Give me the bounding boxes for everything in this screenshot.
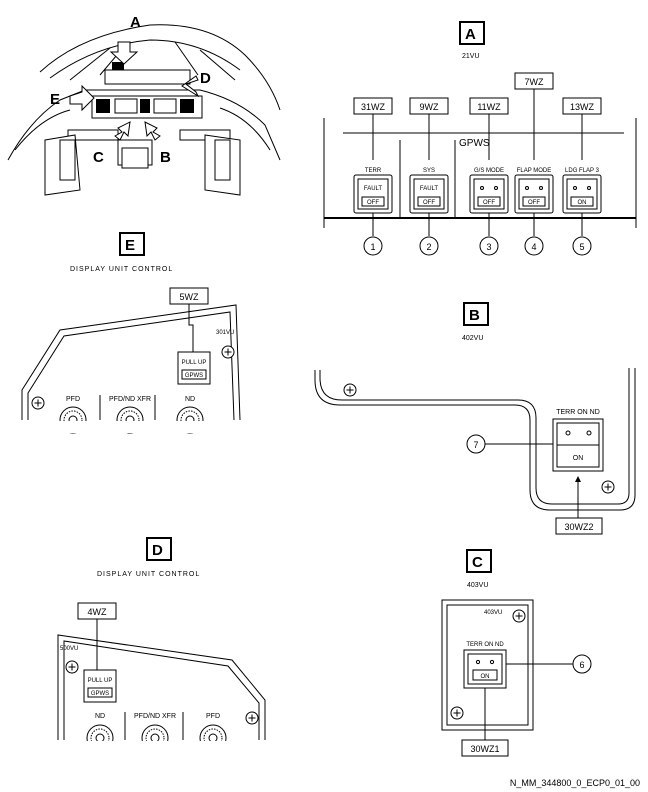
switch-2-legend: FAULT xyxy=(420,186,439,192)
view-e-knob-label-pfd: PFD xyxy=(66,396,80,403)
switch-3-state: OFF xyxy=(483,200,495,206)
view-d: D DISPLAY UNIT CONTROL 4WZ 500VU PULL UP… xyxy=(50,537,275,753)
view-c-panel-id: 403VU xyxy=(467,582,488,589)
switch-1-legend: FAULT xyxy=(364,186,383,192)
wz-tag-2: 9WZ xyxy=(420,102,440,112)
view-e-panel-id: 301VU xyxy=(216,330,234,336)
view-e-gpws-label: GPWS xyxy=(185,373,203,379)
view-b: B 402VU TERR ON ND ON 7 30WZ2 xyxy=(314,302,636,535)
view-e-letter: E xyxy=(125,237,135,254)
view-d-knob-label-nd: ND xyxy=(95,713,105,720)
view-c-letter: C xyxy=(472,554,483,571)
callout-3: 3 xyxy=(486,242,491,252)
view-a: A 21VU GPWS 31WZ 9WZ 11WZ 7WZ 13WZ TERR … xyxy=(323,21,637,256)
view-d-knob-label-pfd: PFD xyxy=(206,713,220,720)
switch-2-state: OFF xyxy=(423,200,435,206)
view-b-callout: 7 xyxy=(473,440,478,450)
view-d-pull-up-label: PULL UP xyxy=(88,678,113,684)
view-c-inner-panel-id: 403VU xyxy=(484,610,502,616)
arrow-b-icon xyxy=(144,121,161,141)
switch-5-state: ON xyxy=(578,200,587,206)
view-e: E DISPLAY UNIT CONTROL 5WZ 301VU PULL UP… xyxy=(0,232,245,434)
switch-5-title: LDG FLAP 3 xyxy=(565,168,600,174)
view-a-panel-id: 21VU xyxy=(462,53,480,60)
callout-1: 1 xyxy=(370,242,375,252)
view-b-wz-tag: 30WZ2 xyxy=(564,522,593,532)
switch-1-title: TERR xyxy=(365,168,382,174)
cockpit-label-a: A xyxy=(130,14,141,31)
callout-2: 2 xyxy=(426,242,431,252)
callout-4: 4 xyxy=(531,242,536,252)
cockpit-label-e: E xyxy=(50,91,60,108)
view-d-wz-tag: 4WZ xyxy=(88,607,108,617)
view-d-gpws-label: GPWS xyxy=(91,691,109,697)
view-b-button-title: TERR ON ND xyxy=(556,409,600,416)
switch-1-state: OFF xyxy=(367,200,379,206)
arrow-e-icon xyxy=(69,84,95,112)
view-b-panel-id: 402VU xyxy=(462,335,483,342)
cockpit-label-d: D xyxy=(200,70,211,87)
cockpit-label-b: B xyxy=(160,149,171,166)
view-d-knob-label-xfr: PFD/ND XFR xyxy=(134,713,176,720)
wz-tag-1: 31WZ xyxy=(361,102,386,112)
wz-tag-3: 11WZ xyxy=(477,102,501,112)
view-c: C 403VU 403VU TERR ON ND ON 6 30WZ1 xyxy=(441,549,592,757)
view-e-pull-up-label: PULL UP xyxy=(182,360,207,366)
view-d-title: DISPLAY UNIT CONTROL xyxy=(97,571,200,578)
view-d-panel-id: 500VU xyxy=(60,646,78,652)
wz-tag-4: 7WZ xyxy=(525,77,545,87)
view-d-letter: D xyxy=(152,542,163,559)
view-e-wz-tag: 5WZ xyxy=(180,292,200,302)
arrow-a-icon xyxy=(109,41,139,65)
view-e-knob-label-nd: ND xyxy=(185,396,195,403)
wz-tag-5: 13WZ xyxy=(570,102,595,112)
view-a-letter: A xyxy=(465,26,476,43)
arrow-d-icon xyxy=(181,75,200,98)
view-e-knob-label-xfr: PFD/ND XFR xyxy=(109,396,151,403)
view-c-button-title: TERR ON ND xyxy=(466,642,504,648)
switch-4-state: OFF xyxy=(528,200,540,206)
figure-reference: N_MM_344800_0_ECP0_01_00 xyxy=(510,778,640,788)
callout-5: 5 xyxy=(579,242,584,252)
gpws-section-label: GPWS xyxy=(459,138,490,149)
switch-3-title: G/S MODE xyxy=(474,168,504,174)
view-c-callout: 6 xyxy=(579,660,584,670)
view-e-title: DISPLAY UNIT CONTROL xyxy=(70,266,173,273)
arrow-c-icon xyxy=(114,121,131,141)
cockpit-label-c: C xyxy=(93,149,104,166)
switch-2-title: SYS xyxy=(423,168,435,174)
view-b-letter: B xyxy=(469,307,480,324)
cockpit-overview: A B C D E xyxy=(7,14,281,196)
view-c-wz-tag: 30WZ1 xyxy=(470,744,499,754)
switch-4-title: FLAP MODE xyxy=(517,168,552,174)
view-b-button-state: ON xyxy=(573,455,584,462)
view-c-button-state: ON xyxy=(481,674,490,680)
view-a-letter-box xyxy=(459,21,485,45)
